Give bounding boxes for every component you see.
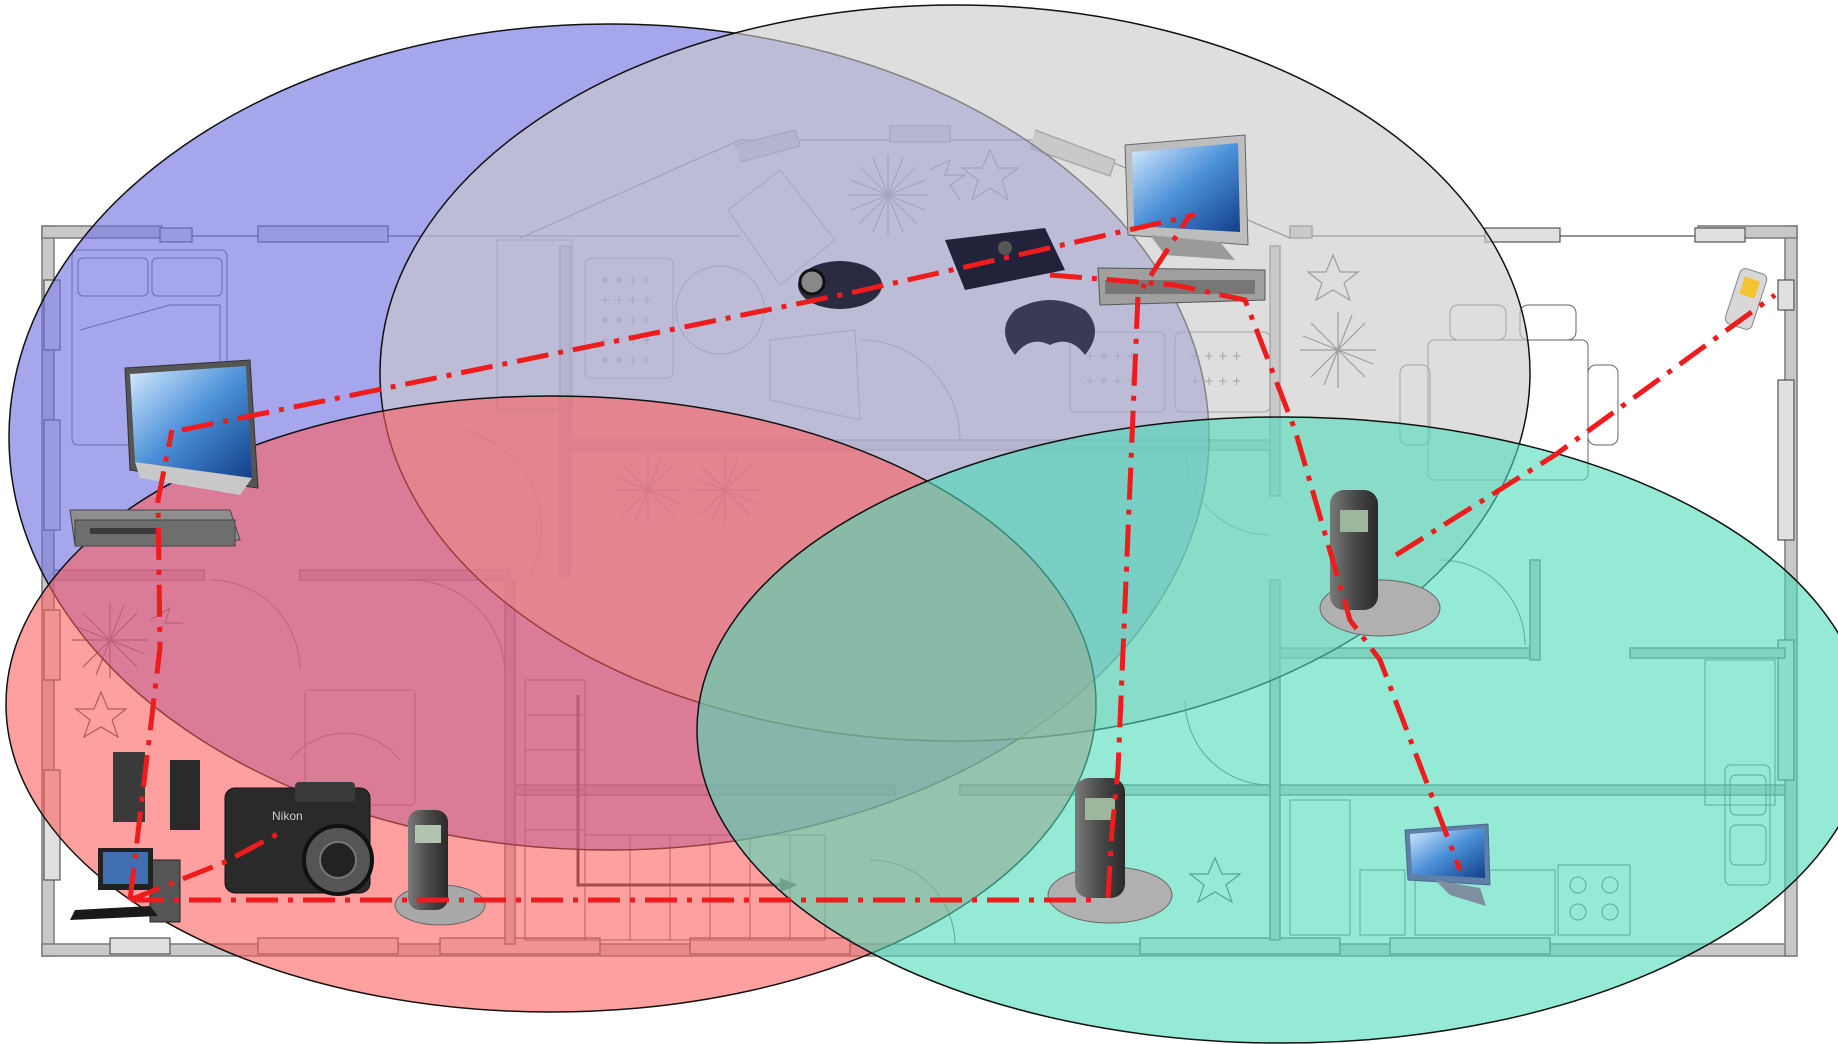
speaker-icon xyxy=(113,752,145,822)
dvd-player-icon xyxy=(69,509,241,547)
tv-icon xyxy=(124,359,259,495)
game-controller-icon xyxy=(1005,300,1095,355)
cordless-phone-icon xyxy=(1047,778,1173,924)
camera-brand-label: Nikon xyxy=(272,809,303,823)
link-computer-to-camera xyxy=(129,827,287,903)
cordless-phone-icon xyxy=(394,810,486,926)
link-tv-to-tv xyxy=(181,212,1196,433)
mobile-phone-icon xyxy=(1724,268,1768,330)
link-phone-to-mobile xyxy=(1394,292,1777,558)
desktop-computer-icon xyxy=(70,848,181,923)
network-links xyxy=(127,212,1777,903)
link-dvd-to-kitchen-tv xyxy=(1049,272,1463,871)
zone-teal xyxy=(696,416,1838,1044)
link-phone-to-tv xyxy=(1105,213,1193,899)
digital-camera-icon: Nikon xyxy=(224,782,374,896)
coverage-zones xyxy=(5,4,1838,1044)
speaker-icon xyxy=(170,760,200,830)
link-computer-to-tv xyxy=(127,429,175,901)
tv-icon xyxy=(1404,823,1491,906)
tv-icon xyxy=(1124,134,1249,260)
